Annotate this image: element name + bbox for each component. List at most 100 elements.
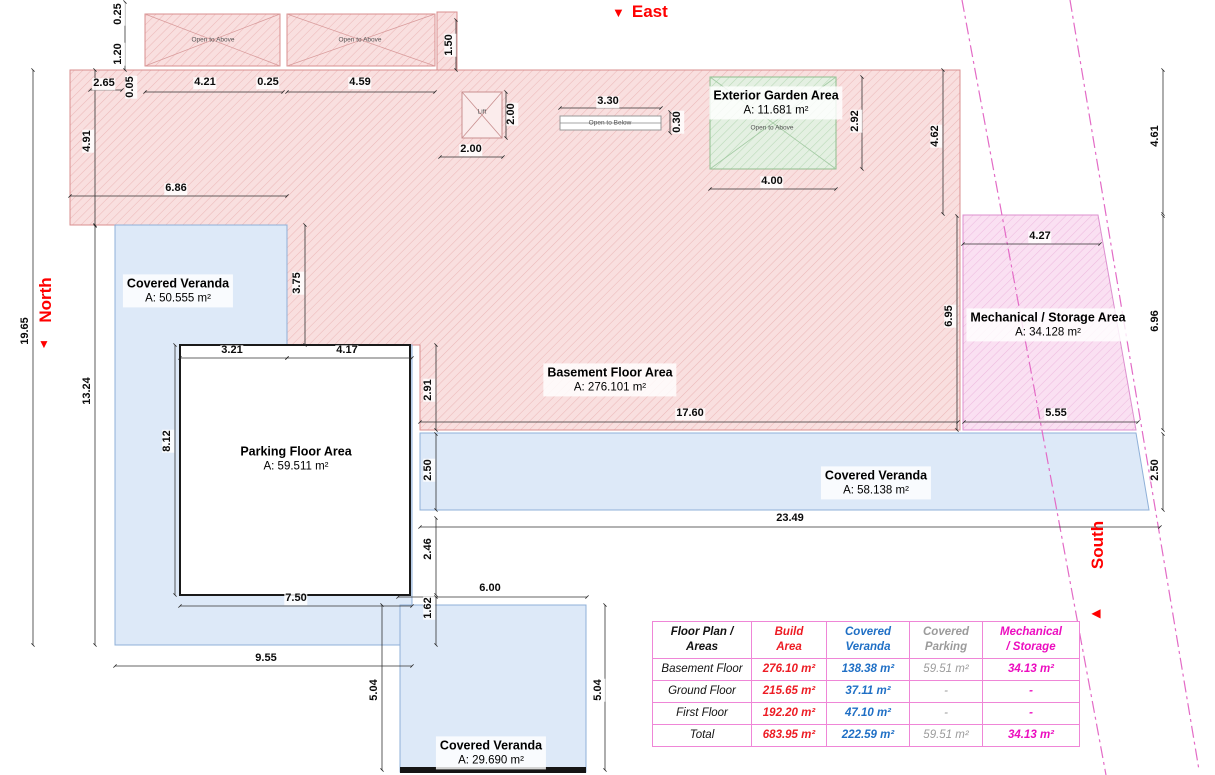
- south-arrow-icon: ◀: [1091, 606, 1101, 620]
- dimension-label: 3.75: [291, 271, 304, 295]
- area-name: Covered Veranda: [126, 276, 230, 291]
- dimension-label: 8.12: [161, 429, 174, 453]
- table-header: Mechanical / Storage: [982, 621, 1080, 659]
- area-value: A: 59.511 m²: [263, 460, 329, 473]
- table-cell: -: [909, 679, 983, 703]
- area-name: Mechanical / Storage Area: [970, 310, 1126, 325]
- dimension-label: 19.65: [19, 316, 32, 346]
- dimension-label: 6.00: [478, 582, 502, 595]
- area-value: A: 58.138 m²: [843, 484, 909, 497]
- annotation-label: Open to Above: [191, 36, 235, 44]
- table-cell: -: [909, 701, 983, 725]
- table-cell: Total: [652, 723, 752, 747]
- area-name: Covered Veranda: [439, 738, 543, 753]
- dimension-label: 2.91: [422, 378, 435, 402]
- annotation-label: Lift: [477, 108, 487, 116]
- table-cell: -: [982, 701, 1080, 725]
- table-cell: 47.10 m²: [826, 701, 910, 725]
- table-cell: 215.65 m²: [751, 679, 827, 703]
- dimension-label: 2.46: [422, 537, 435, 561]
- table-cell: 276.10 m²: [751, 657, 827, 681]
- area-name: Covered Veranda: [824, 468, 928, 483]
- dimension-label: 2.00: [459, 143, 483, 156]
- dimension-label: 1.20: [112, 42, 125, 66]
- dimension-label: 2.92: [849, 109, 862, 133]
- dimension-label: 5.04: [592, 678, 605, 702]
- dimension-label: 1.62: [422, 596, 435, 620]
- table-cell: 59.51 m²: [909, 657, 983, 681]
- table-header: Build Area: [751, 621, 827, 659]
- table-cell: 138.38 m²: [826, 657, 910, 681]
- table-cell: 34.13 m²: [982, 657, 1080, 681]
- area-value: A: 34.128 m²: [1015, 326, 1081, 339]
- table-cell: 37.11 m²: [826, 679, 910, 703]
- dimension-label: 2.50: [1149, 458, 1162, 482]
- area-name: Exterior Garden Area: [713, 88, 839, 103]
- dimension-label: 6.96: [1149, 309, 1162, 333]
- dimension-label: 13.24: [81, 376, 94, 406]
- table-cell: Basement Floor: [652, 657, 752, 681]
- site-boundary-line: [1069, 0, 1200, 771]
- dimension-lines: [31, 0, 1165, 772]
- dimension-label: 4.00: [760, 175, 784, 188]
- dimension-label: 4.59: [348, 76, 372, 89]
- dimension-label: 3.21: [220, 344, 244, 357]
- dimension-label: 7.50: [284, 592, 308, 605]
- compass-north-label: North: [36, 277, 55, 323]
- dimension-label: 6.95: [943, 304, 956, 328]
- dimension-label: 23.49: [775, 512, 805, 525]
- area-name: Parking Floor Area: [240, 444, 352, 459]
- dimension-label: 0.25: [256, 76, 280, 89]
- dimension-label: 6.86: [164, 182, 188, 195]
- table-cell: 683.95 m²: [751, 723, 827, 747]
- table-cell: 34.13 m²: [982, 723, 1080, 747]
- dimension-label: 0.30: [671, 110, 684, 134]
- dimension-label: 17.60: [675, 407, 705, 420]
- table-cell: First Floor: [652, 701, 752, 725]
- compass-east: ▼ East: [612, 2, 668, 22]
- table-header: Covered Veranda: [826, 621, 910, 659]
- dimension-label: 4.17: [335, 344, 359, 357]
- area-value: A: 29.690 m²: [458, 754, 524, 767]
- table-cell: 192.20 m²: [751, 701, 827, 725]
- dimension-label: 4.62: [929, 124, 942, 148]
- dimension-label: 4.21: [193, 76, 217, 89]
- compass-south-label: South: [1088, 520, 1107, 570]
- table-cell: 59.51 m²: [909, 723, 983, 747]
- compass-east-label: East: [631, 2, 668, 21]
- dimension-label: 3.30: [596, 95, 620, 108]
- area-value: A: 276.101 m²: [573, 381, 647, 394]
- north-arrow-icon: ▼: [38, 337, 50, 351]
- compass-north: North: [36, 277, 56, 322]
- area-name: Basement Floor Area: [547, 365, 673, 380]
- dimension-label: 1.50: [443, 33, 456, 57]
- area-value: A: 11.681 m²: [743, 104, 809, 117]
- dimension-label: 2.50: [422, 458, 435, 482]
- table-cell: Ground Floor: [652, 679, 752, 703]
- area-value: A: 50.555 m²: [145, 292, 211, 305]
- dimension-label: 5.04: [368, 678, 381, 702]
- dimension-label: 2.65: [92, 77, 116, 90]
- annotation-label: Open to Below: [588, 119, 632, 127]
- table-cell: -: [982, 679, 1080, 703]
- compass-south: South: [1088, 521, 1108, 569]
- wall-line: [400, 767, 586, 773]
- dimension-label: 0.05: [124, 75, 137, 99]
- dimension-label: 2.00: [505, 102, 518, 126]
- east-arrow-icon: ▼: [612, 4, 625, 20]
- dimension-label: 9.55: [254, 652, 278, 665]
- table-cell: 222.59 m²: [826, 723, 910, 747]
- covered-veranda-strip-shape: [419, 432, 1150, 511]
- dimension-label: 4.91: [81, 129, 94, 153]
